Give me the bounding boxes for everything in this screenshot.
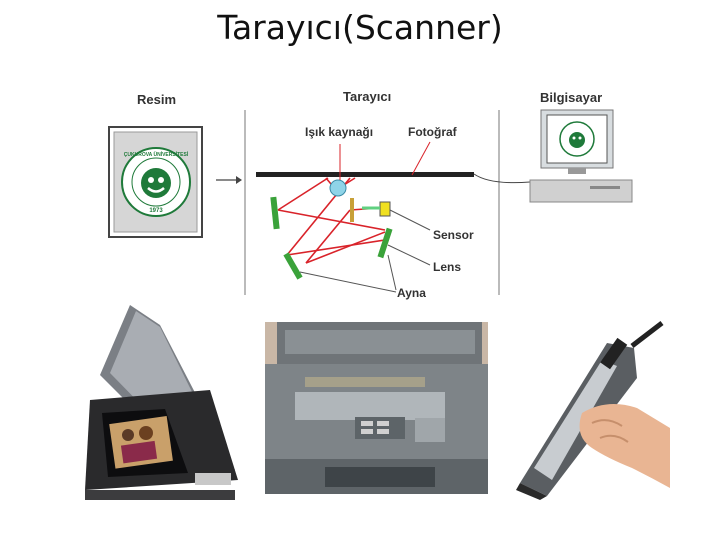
scanner-diagram: Resim Tarayıcı Bilgisayar Işık kaynağı F… [108,89,633,300]
bilgisayar-heading: Bilgisayar [540,90,602,105]
slide-title: Tarayıcı(Scanner) [217,8,503,47]
isik-kaynagi-label: Işık kaynağı [305,125,373,139]
scanner-glass [256,172,474,177]
sensor-label: Sensor [433,228,474,242]
mirror-1 [270,196,280,230]
pointer-lines [299,209,431,293]
ayna-label: Ayna [397,286,426,300]
lens-label: Lens [433,260,461,274]
sensor [379,201,391,217]
leader-lines [339,141,431,180]
resim-logo-frame: 1973 ÇUKUROVA ÜNİVERSİTESİ [108,126,203,238]
pen-scanner-photo [512,318,670,500]
scanner-cable [473,173,531,184]
computer [529,109,633,203]
fotograf-label: Fotoğraf [408,125,458,139]
lens [350,198,354,222]
mirror-2 [377,227,393,259]
tarayici-heading: Tarayıcı [343,89,391,104]
light-source [329,179,347,197]
printer-scanner-photo [265,322,488,494]
resim-logo-year: 1973 [149,208,163,214]
resim-logo-text: ÇUKUROVA ÜNİVERSİTESİ [124,151,189,158]
flatbed-scanner-photo [80,305,240,500]
resim-heading: Resim [137,92,176,107]
mirror-3 [283,252,303,280]
